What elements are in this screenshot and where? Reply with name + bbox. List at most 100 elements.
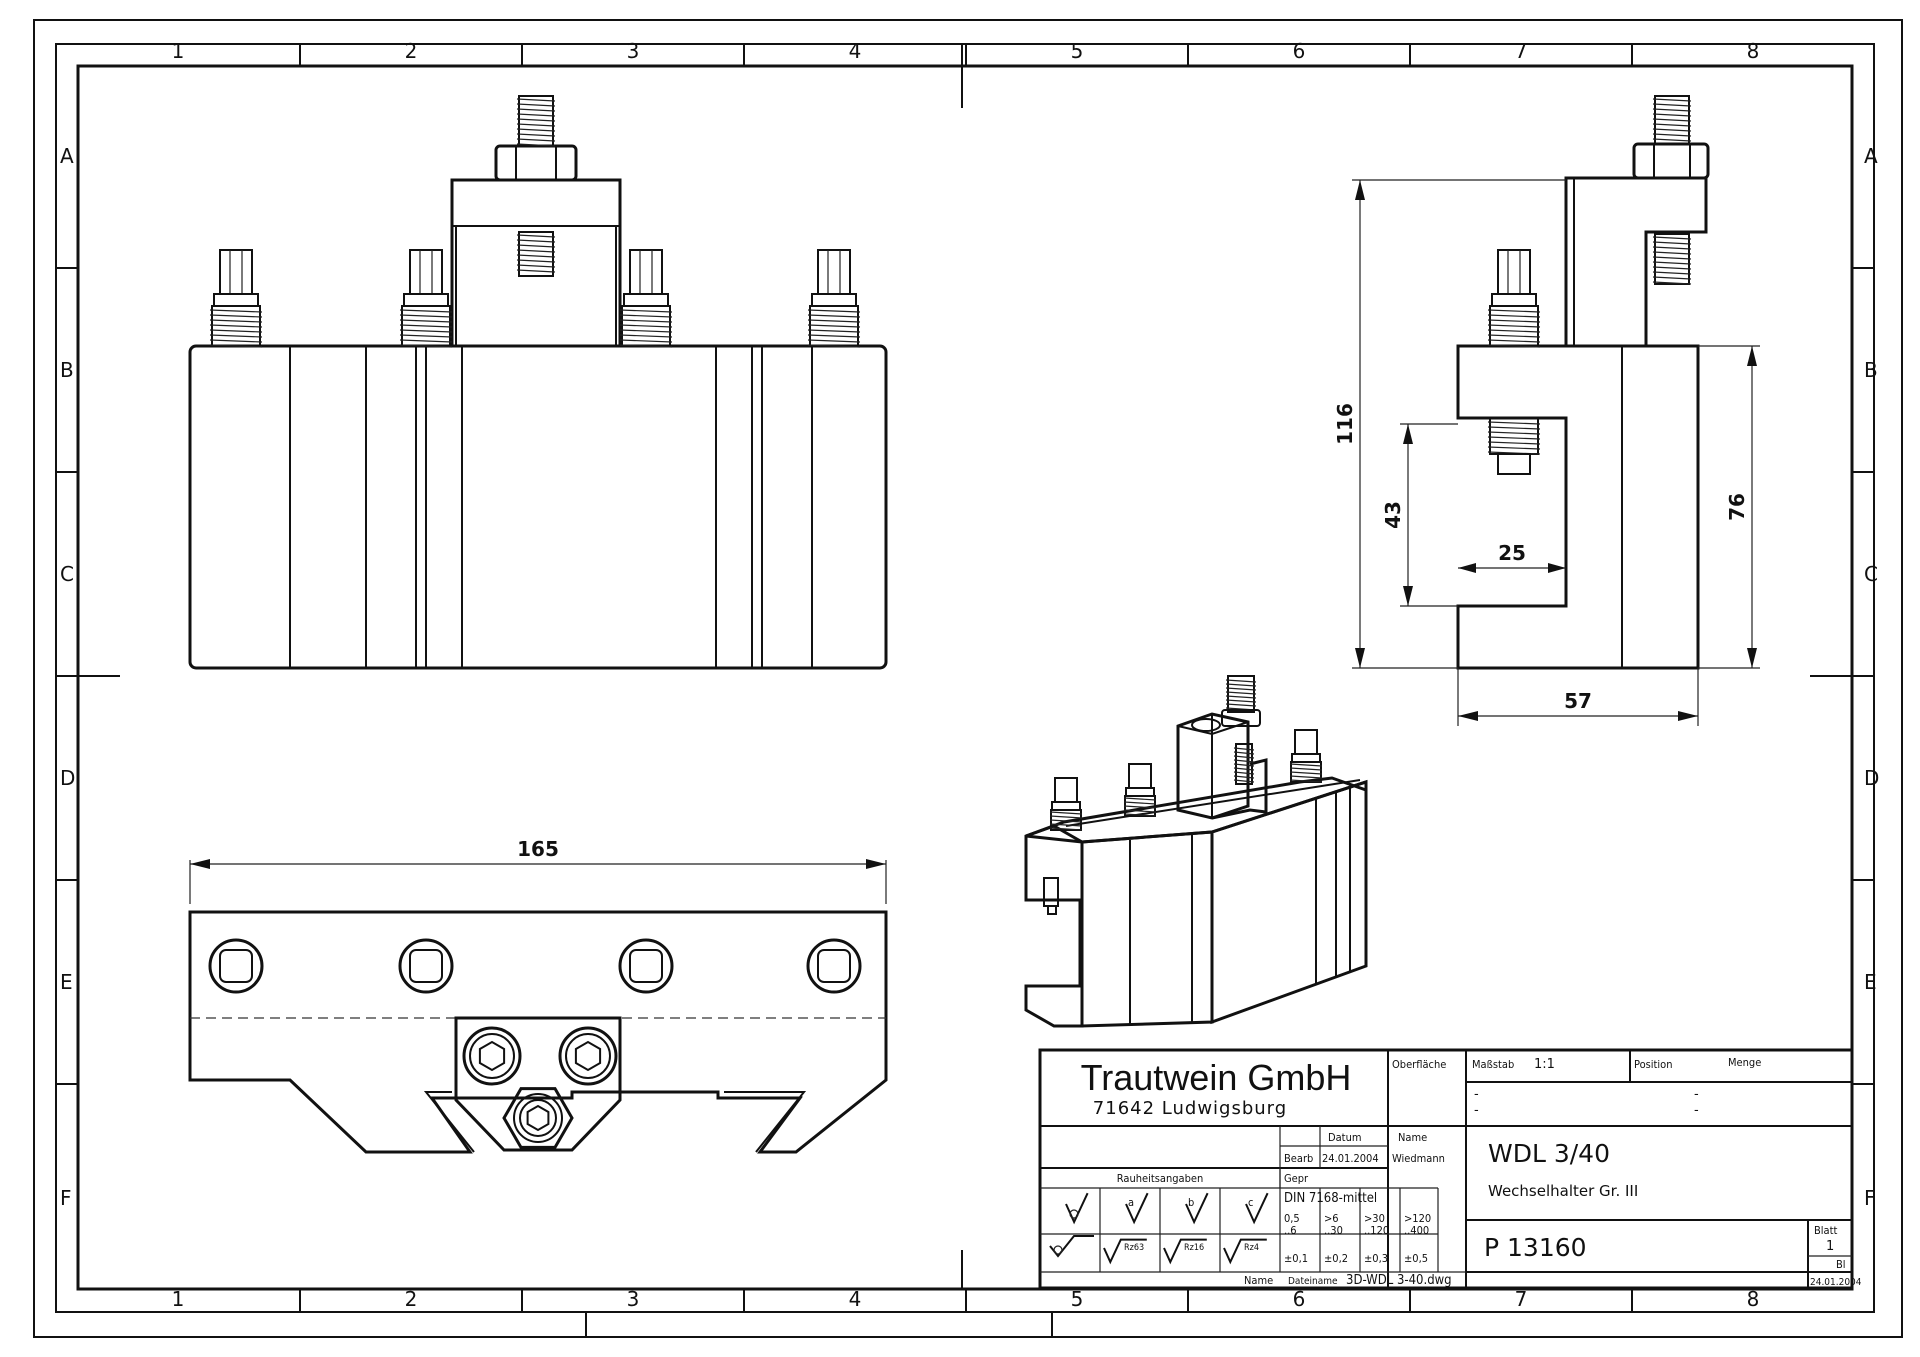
side-stud-top bbox=[1652, 95, 1692, 145]
column-label-5-top: 5 bbox=[1071, 39, 1084, 63]
part-description: Wechselhalter Gr. III bbox=[1488, 1182, 1638, 1200]
roughness-rz16: Rz16 bbox=[1184, 1243, 1204, 1253]
roughness-c: c bbox=[1248, 1196, 1253, 1209]
column-label-4-top: 4 bbox=[849, 39, 862, 63]
dim-116: 116 bbox=[1333, 403, 1357, 445]
front-stud-mid bbox=[516, 231, 556, 277]
side-nut bbox=[1632, 142, 1710, 180]
column-label-1-top: 1 bbox=[172, 39, 185, 63]
outer-border bbox=[33, 19, 1903, 1338]
top-body bbox=[188, 910, 888, 1154]
range-2: >6..30 bbox=[1324, 1212, 1343, 1237]
filename: 3D-WDL 3-40.dwg bbox=[1346, 1273, 1452, 1288]
row-label-A-right: A bbox=[1864, 144, 1878, 168]
row-label-E-right: E bbox=[1864, 970, 1877, 994]
column-label-6-top: 6 bbox=[1293, 39, 1306, 63]
column-label-3-top: 3 bbox=[627, 39, 640, 63]
roughness-a: a bbox=[1128, 1196, 1134, 1209]
roughness-rz63: Rz63 bbox=[1124, 1243, 1144, 1253]
column-label-8-top: 8 bbox=[1747, 39, 1760, 63]
bearb-name: Wiedmann bbox=[1392, 1152, 1445, 1165]
row-label-C-left: C bbox=[60, 562, 74, 586]
column-label-7-top: 7 bbox=[1515, 39, 1528, 63]
side-dimensions: 116 43 25 76 57 bbox=[1333, 179, 1760, 726]
gepr-label: Gepr bbox=[1284, 1172, 1309, 1185]
side-inner-screw bbox=[1487, 417, 1541, 475]
tolerance-2: ±0,2 bbox=[1324, 1252, 1348, 1265]
column-label-8-bottom: 8 bbox=[1747, 1287, 1760, 1311]
inner-border bbox=[76, 64, 1854, 1291]
massstab-value: 1:1 bbox=[1534, 1057, 1555, 1072]
din-label: DIN 7168-mittel bbox=[1284, 1191, 1377, 1206]
row-label-C-right: C bbox=[1864, 562, 1878, 586]
column-label-2-bottom: 2 bbox=[405, 1287, 418, 1311]
position-dash-2: - bbox=[1474, 1103, 1479, 1118]
roughness-rz4: Rz4 bbox=[1244, 1243, 1259, 1253]
row-label-D-right: D bbox=[1864, 766, 1879, 790]
column-label-2-top: 2 bbox=[405, 39, 418, 63]
tolerance-1: ±0,1 bbox=[1284, 1252, 1308, 1265]
position-label: Position bbox=[1634, 1058, 1673, 1071]
front-adjusting-screws bbox=[209, 249, 861, 348]
iso-body-side bbox=[1210, 779, 1368, 1025]
drawing-frame bbox=[33, 19, 1903, 1338]
roughness-b: b bbox=[1188, 1196, 1194, 1209]
row-ticks bbox=[56, 267, 1874, 1085]
dim-43: 43 bbox=[1381, 501, 1405, 529]
top-view: 165 bbox=[188, 837, 888, 1154]
roughness-symbols bbox=[1049, 1192, 1269, 1265]
name-footer: Name bbox=[1244, 1274, 1273, 1287]
company-city: 71642 Ludwigsburg bbox=[1093, 1098, 1287, 1119]
column-label-6-bottom: 6 bbox=[1293, 1287, 1306, 1311]
massstab-label: Maßstab bbox=[1472, 1058, 1514, 1071]
bl-label: Bl bbox=[1836, 1258, 1846, 1271]
column-label-3-bottom: 3 bbox=[627, 1287, 640, 1311]
top-clamp-plate bbox=[454, 1016, 622, 1152]
range-4: >120..400 bbox=[1404, 1212, 1431, 1237]
dim-165: 165 bbox=[517, 837, 559, 861]
title-block: Trautwein GmbH 71642 Ludwigsburg Oberflä… bbox=[1038, 1048, 1862, 1290]
blatt-label: Blatt bbox=[1814, 1224, 1837, 1237]
blatt-value: 1 bbox=[1826, 1239, 1834, 1254]
dim-76: 76 bbox=[1725, 493, 1749, 521]
company-name: Trautwein GmbH bbox=[1081, 1057, 1352, 1098]
zone-border bbox=[55, 43, 1875, 1313]
bearb-date: 24.01.2004 bbox=[1322, 1152, 1379, 1165]
row-label-E-left: E bbox=[60, 970, 73, 994]
side-stud-mid bbox=[1652, 233, 1692, 285]
part-number: P 13160 bbox=[1484, 1233, 1587, 1262]
front-nut bbox=[494, 144, 578, 182]
side-adjusting-screw bbox=[1487, 249, 1541, 348]
iso-stud bbox=[1221, 675, 1261, 785]
front-view bbox=[188, 95, 888, 670]
side-body bbox=[1456, 344, 1700, 670]
name-label: Name bbox=[1398, 1131, 1427, 1144]
top-hex-screws bbox=[462, 1026, 618, 1149]
iso-body-top bbox=[1025, 776, 1368, 844]
menge-label: Menge bbox=[1728, 1056, 1761, 1069]
row-label-F-right: F bbox=[1864, 1186, 1876, 1210]
front-body bbox=[188, 344, 888, 670]
position-dash-1: - bbox=[1474, 1087, 1479, 1102]
top-screw-holes bbox=[208, 938, 862, 994]
column-label-7-bottom: 7 bbox=[1515, 1287, 1528, 1311]
row-label-F-left: F bbox=[60, 1186, 72, 1210]
rauheit-label: Rauheitsangaben bbox=[1117, 1172, 1203, 1185]
column-label-1-bottom: 1 bbox=[172, 1287, 185, 1311]
side-clamp-arm bbox=[1564, 176, 1708, 346]
menge-dash-1: - bbox=[1694, 1087, 1699, 1102]
row-label-B-right: B bbox=[1864, 358, 1878, 382]
side-view: 116 43 25 76 57 bbox=[1333, 95, 1760, 726]
row-label-B-left: B bbox=[60, 358, 74, 382]
footer-date: 24.01.2004 bbox=[1810, 1277, 1862, 1288]
dim-25: 25 bbox=[1498, 541, 1526, 565]
datum-label: Datum bbox=[1328, 1131, 1361, 1144]
column-label-4-bottom: 4 bbox=[849, 1287, 862, 1311]
range-3: >30..120 bbox=[1364, 1212, 1389, 1237]
dateiname-label: Dateiname bbox=[1288, 1276, 1338, 1287]
front-stud-top bbox=[516, 95, 556, 147]
dim-57: 57 bbox=[1564, 689, 1592, 713]
tolerance-3: ±0,3 bbox=[1364, 1252, 1388, 1265]
